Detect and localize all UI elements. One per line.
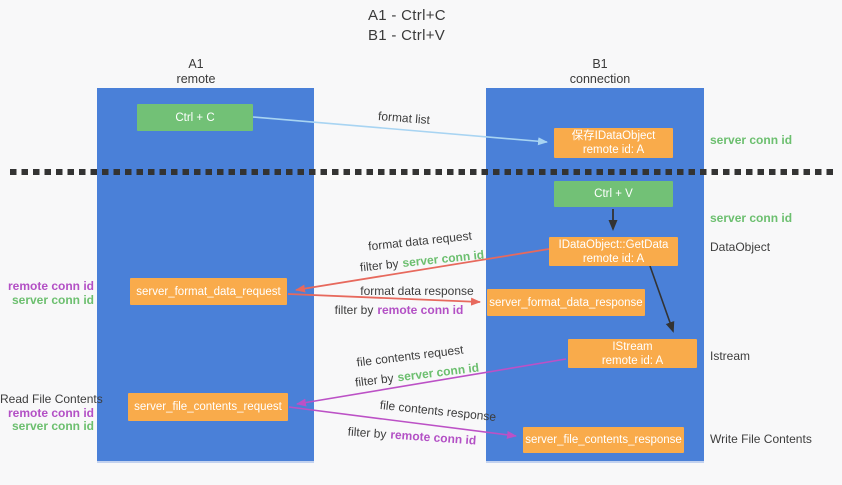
node-server-format-data-request-label: server_format_data_request <box>136 285 281 298</box>
label-right-server-conn-id-top: server conn id <box>710 133 793 147</box>
node-istream: IStream remote id: A <box>568 339 697 368</box>
node-ctrl-c: Ctrl + C <box>137 104 253 131</box>
node-idataobject-getdata: IDataObject::GetData remote id: A <box>549 237 678 266</box>
lane-header-b1-connection: B1 connection <box>540 57 660 87</box>
label-left-remote-conn-id-2: remote conn id <box>7 406 94 420</box>
label-format-list: format list <box>377 108 431 128</box>
node-istream-line1: IStream <box>612 340 653 353</box>
lane-header-a1-remote: A1 remote <box>136 57 256 87</box>
label-left-server-conn-id-2: server conn id <box>11 419 94 433</box>
node-getdata-line1: IDataObject::GetData <box>558 238 669 251</box>
lane-b1-title: B1 <box>592 57 608 71</box>
node-ctrl-c-label: Ctrl + C <box>175 111 215 124</box>
label-left-remote-conn-id-1: remote conn id <box>7 279 94 293</box>
label-dataobject: DataObject <box>710 240 771 254</box>
diagram-title: A1 - Ctrl+C B1 - Ctrl+V <box>368 6 446 46</box>
node-save-dataobject-line1: 保存IDataObject <box>571 130 656 142</box>
lane-a1-title: A1 <box>188 57 204 71</box>
lane-b1-subtitle: connection <box>569 72 631 86</box>
node-istream-line2: remote id: A <box>601 354 664 367</box>
label-format-data-response: format data response <box>360 284 474 298</box>
node-server-file-contents-response-label: server_file_contents_response <box>525 434 682 446</box>
label-right-server-conn-id-mid: server conn id <box>710 211 793 225</box>
node-server-file-contents-request: server_file_contents_request <box>128 393 288 421</box>
label-istream: Istream <box>710 349 751 363</box>
node-getdata-line2: remote id: A <box>582 252 645 265</box>
node-ctrl-v-label: Ctrl + V <box>594 188 633 200</box>
node-server-file-contents-request-label: server_file_contents_request <box>134 401 282 413</box>
label-read-file-contents: Read File Contents <box>0 392 103 406</box>
label-left-server-conn-id-1: server conn id <box>11 293 94 307</box>
node-server-format-data-request: server_format_data_request <box>130 278 287 305</box>
node-save-dataobject-line2: remote id: A <box>582 144 645 156</box>
title-line-b1: B1 - Ctrl+V <box>368 27 446 44</box>
node-server-file-contents-response: server_file_contents_response <box>523 427 684 453</box>
node-server-format-data-response: server_format_data_response <box>487 289 645 316</box>
label-write-file-contents: Write File Contents <box>710 432 812 446</box>
lane-a1-subtitle: remote <box>176 72 216 86</box>
label-file-contents-response: file contents response <box>379 397 497 425</box>
node-ctrl-v: Ctrl + V <box>554 181 673 207</box>
node-save-dataobject: 保存IDataObject remote id: A <box>554 128 673 158</box>
node-server-format-data-response-label: server_format_data_response <box>489 296 643 309</box>
title-line-a1: A1 - Ctrl+C <box>368 7 446 24</box>
